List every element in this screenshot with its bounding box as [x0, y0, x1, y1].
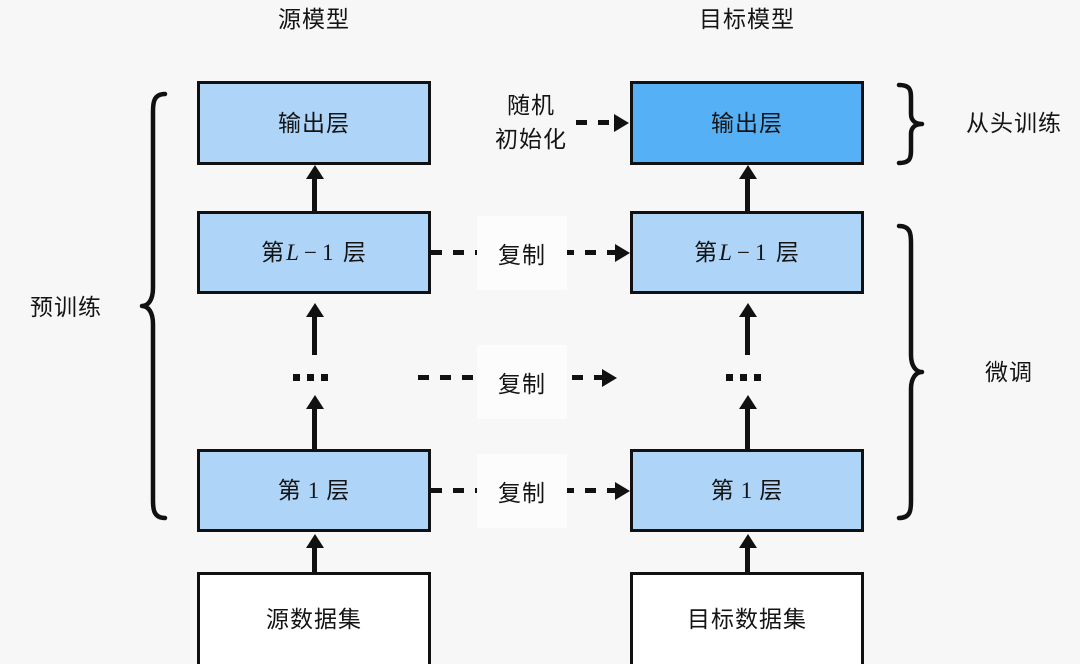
copy-arrowhead-icon-2	[602, 369, 617, 387]
prefix-text: 第	[694, 239, 719, 265]
target-arrow-ellipsis-to-l1	[745, 315, 750, 355]
target-ellipsis	[726, 374, 761, 381]
source-arrow-layer1-to-ellipsis	[312, 407, 317, 449]
source-layer-l-minus-1-label: 第L−1 层	[261, 239, 367, 265]
pretraining-brace-label: 预训练	[30, 294, 102, 320]
target-layer-l-minus-1-label: 第L−1 层	[694, 239, 800, 265]
copy-arrowhead-icon-3	[615, 482, 630, 500]
source-dataset-label: 源数据集	[266, 606, 362, 632]
prefix-text: 第	[277, 477, 302, 503]
math-num-1: 1	[740, 478, 754, 503]
source-output-layer-label: 输出层	[278, 109, 350, 136]
math-num-1: 1	[321, 240, 335, 265]
target-dataset-label: 目标数据集	[687, 606, 807, 632]
math-num-1: 1	[307, 478, 321, 503]
copy-arrowhead-icon-1	[615, 244, 630, 262]
source-layer-l-minus-1-box[interactable]: 第L−1 层	[197, 211, 431, 294]
copy-label-3: 复制	[477, 454, 567, 528]
random-init-dashed-line	[576, 120, 614, 125]
source-output-layer-box[interactable]: 输出层	[197, 81, 431, 165]
suffix-text: 层	[326, 477, 351, 503]
source-ellipsis	[293, 374, 328, 381]
copy-label-1: 复制	[477, 216, 567, 290]
math-var-L: L	[719, 240, 733, 265]
source-arrow-l1-to-output	[312, 177, 317, 211]
target-layer-l-minus-1-box[interactable]: 第L−1 层	[630, 211, 864, 294]
random-init-line-2: 初始化	[495, 126, 567, 152]
fine-tuning-brace	[895, 222, 925, 522]
train-from-scratch-brace-label: 从头训练	[966, 110, 1062, 136]
math-op-minus: −	[303, 240, 318, 265]
pretraining-brace	[139, 90, 169, 522]
math-var-L: L	[286, 240, 300, 265]
random-init-label: 随机 初始化	[466, 88, 596, 156]
copy-label-2: 复制	[477, 345, 567, 419]
target-arrow-layer1-to-ellipsis	[745, 407, 750, 449]
train-from-scratch-brace	[895, 81, 925, 167]
math-op-minus: −	[736, 240, 751, 265]
fine-tuning-brace-label: 微调	[985, 359, 1033, 385]
target-output-layer-box[interactable]: 输出层	[630, 81, 864, 165]
math-num-1: 1	[754, 240, 768, 265]
source-arrow-dataset-to-layer1	[312, 546, 317, 572]
source-arrow-ellipsis-to-l1	[312, 315, 317, 355]
random-init-line-1: 随机	[507, 92, 555, 118]
prefix-text: 第	[710, 477, 735, 503]
source-dataset-box[interactable]: 源数据集	[197, 572, 431, 664]
suffix-text: 层	[342, 239, 367, 265]
target-arrow-l1-to-output	[745, 177, 750, 211]
suffix-text: 层	[775, 239, 800, 265]
target-output-layer-label: 输出层	[711, 109, 783, 136]
target-model-title: 目标模型	[699, 6, 795, 32]
target-dataset-box[interactable]: 目标数据集	[630, 572, 864, 664]
random-init-arrowhead-icon	[614, 114, 629, 132]
source-model-title: 源模型	[278, 6, 350, 32]
prefix-text: 第	[261, 239, 286, 265]
target-arrow-dataset-to-layer1	[745, 546, 750, 572]
suffix-text: 层	[759, 477, 784, 503]
